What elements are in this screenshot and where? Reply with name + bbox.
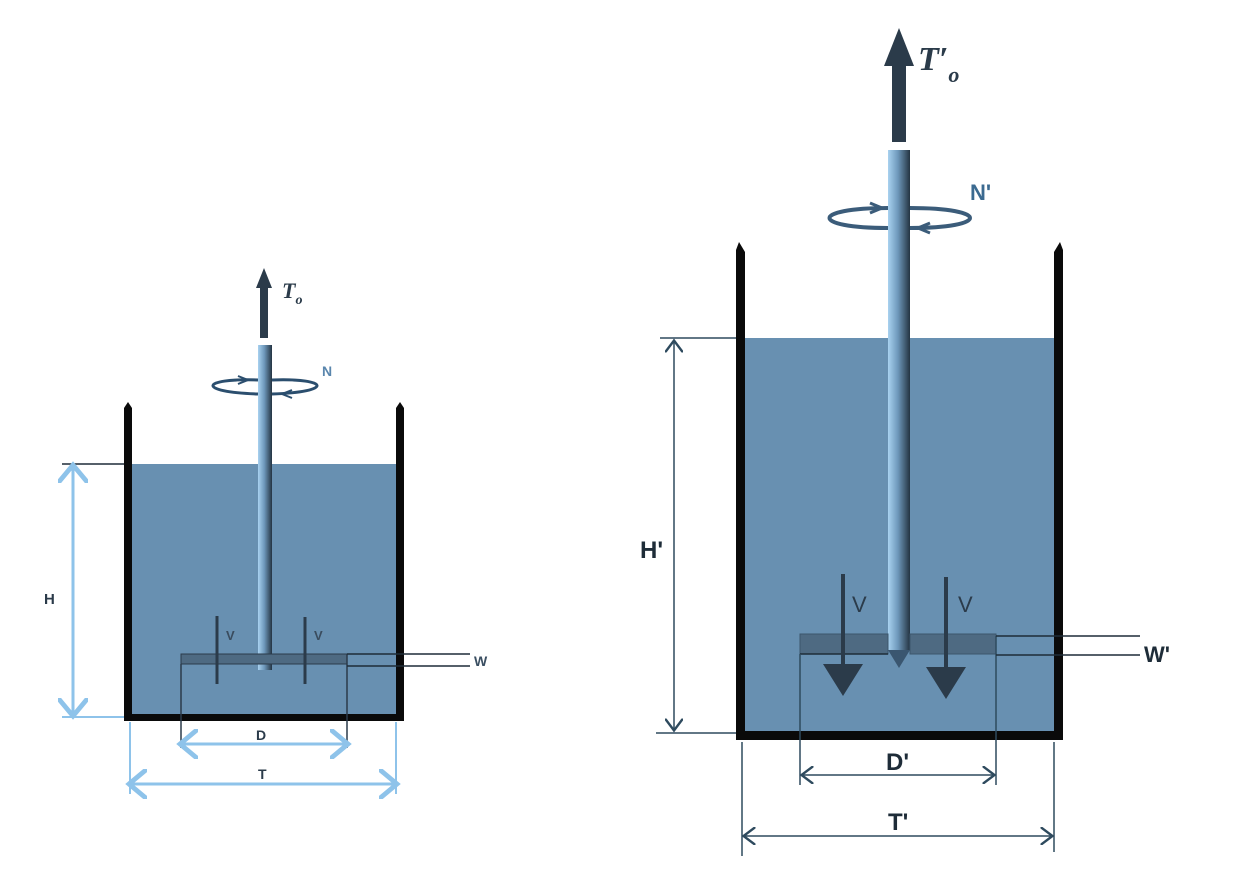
large-tank-diameter-label: T' bbox=[888, 809, 908, 836]
small-impeller-blade bbox=[180, 653, 348, 665]
large-height-label: H' bbox=[640, 537, 663, 564]
small-torque-label: To bbox=[282, 278, 302, 308]
small-tank-diameter-label: T bbox=[258, 766, 267, 782]
small-impeller-diameter-label: D bbox=[256, 727, 266, 743]
large-tank-left-wall bbox=[736, 242, 745, 738]
large-impeller-blade-right bbox=[909, 633, 997, 655]
small-tank-shaft bbox=[258, 345, 272, 670]
small-blade-width-label: W bbox=[474, 653, 488, 669]
large-impeller-diameter-label: D' bbox=[886, 749, 909, 776]
small-tank-bottom bbox=[124, 714, 404, 721]
large-tank-shaft bbox=[888, 150, 910, 650]
large-torque-label: T′o bbox=[918, 41, 959, 87]
large-velocity-label-left: V bbox=[852, 592, 867, 617]
small-tank-left-wall bbox=[124, 402, 132, 718]
small-height-label: H bbox=[44, 591, 55, 608]
large-speed-label: N' bbox=[970, 180, 991, 205]
large-tank-bottom bbox=[736, 731, 1063, 740]
large-velocity-label-right: V bbox=[958, 592, 973, 617]
small-torque-arrow-icon bbox=[256, 268, 272, 338]
large-rotation-arrow-icon bbox=[827, 201, 972, 235]
large-torque-arrow-icon bbox=[884, 28, 914, 142]
large-blade-width-label: W' bbox=[1144, 642, 1170, 667]
small-speed-label: N bbox=[322, 363, 332, 379]
small-velocity-label-right: V bbox=[314, 628, 323, 643]
small-velocity-label-left: V bbox=[226, 628, 235, 643]
large-tank-right-wall bbox=[1054, 242, 1063, 738]
small-tank-right-wall bbox=[396, 402, 404, 718]
small-rotation-arrow-icon bbox=[211, 375, 319, 399]
small-tank: To N W V V H D T bbox=[44, 268, 488, 794]
large-tank: T′o N' W' V V H' D' bbox=[640, 28, 1170, 856]
